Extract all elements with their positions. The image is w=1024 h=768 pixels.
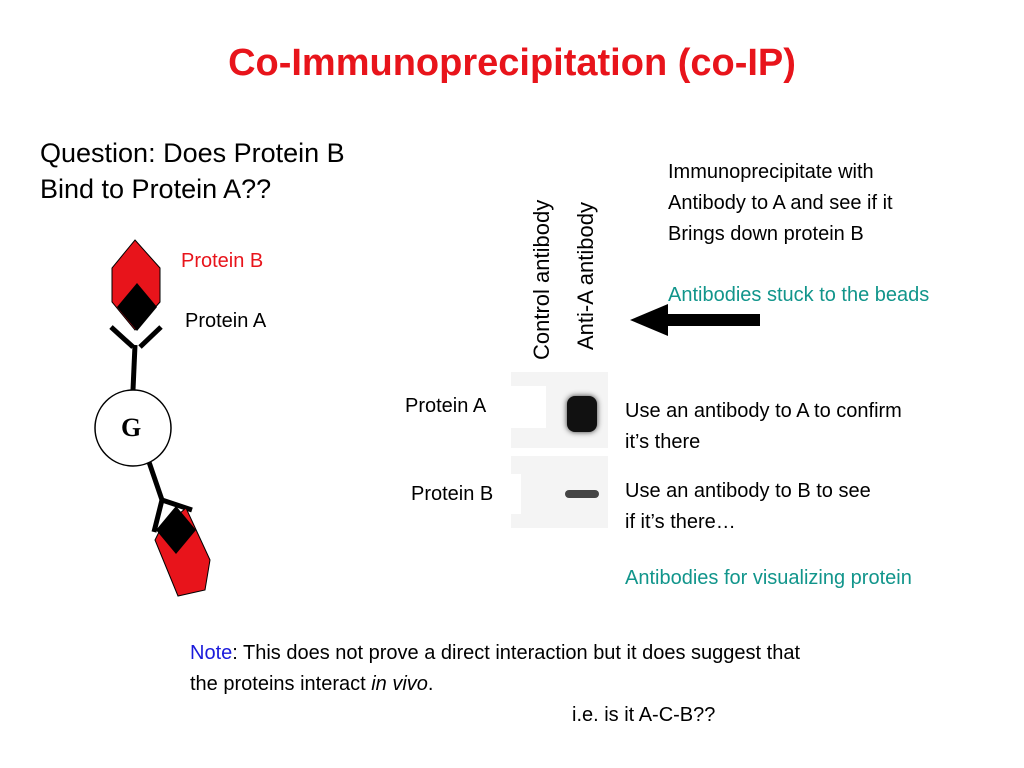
antibody-top-right-arm xyxy=(138,325,163,349)
antibody-top-left-arm xyxy=(109,325,135,349)
note-line-2-start: the proteins interact xyxy=(190,673,372,695)
note-line-1: Note: This does not prove a direct inter… xyxy=(190,638,800,669)
antibody-bottom-stem xyxy=(146,461,165,501)
bottom-note: Note: This does not prove a direct inter… xyxy=(190,638,800,731)
lane-label-control: Control antibody xyxy=(529,199,554,360)
blot-row-label-protein-b: Protein B xyxy=(411,483,494,505)
question-line-1: Question: Does Protein B xyxy=(40,138,345,168)
check-b-line-1: Use an antibody to B to see xyxy=(625,480,871,502)
check-b-line-2: if it’s there… xyxy=(625,511,736,533)
beads-note: Antibodies stuck to the beads xyxy=(668,284,930,306)
protein-a-bottom-shape xyxy=(156,506,196,554)
note-line-2: the proteins interact in vivo. xyxy=(190,669,800,700)
note-line-1-text: : This does not prove a direct interacti… xyxy=(232,642,800,664)
confirm-a-line-2: it’s there xyxy=(625,431,701,453)
slide-title: Co-Immunoprecipitation (co-IP) xyxy=(228,42,796,84)
band-protein-b xyxy=(565,490,599,498)
antibody-bottom-left-arm xyxy=(151,499,165,533)
confirm-a-description: Use an antibody to A to confirm it’s the… xyxy=(625,396,902,458)
ip-description-line-2: Antibody to A and see if it xyxy=(668,192,893,214)
question-text: Question: Does Protein B Bind to Protein… xyxy=(40,135,345,207)
antibody-bottom-right-arm xyxy=(161,497,193,513)
blot-protein-b xyxy=(511,456,608,528)
protein-a-top-shape xyxy=(117,283,157,331)
visualize-note: Antibodies for visualizing protein xyxy=(625,567,912,589)
note-line-3: i.e. is it A-C-B?? xyxy=(572,704,716,726)
arrow-head xyxy=(630,304,668,336)
lane-label-anti-a: Anti-A antibody xyxy=(573,202,598,350)
question-line-2: Bind to Protein A?? xyxy=(40,174,272,204)
protein-a-label: Protein A xyxy=(185,310,267,332)
note-label: Note xyxy=(190,642,233,664)
ip-description-line-1: Immunoprecipitate with xyxy=(668,161,874,183)
check-b-description: Use an antibody to B to see if it’s ther… xyxy=(625,476,871,538)
ip-description: Immunoprecipitate with Antibody to A and… xyxy=(668,157,893,250)
blot-row-label-protein-a: Protein A xyxy=(405,395,487,417)
protein-b-label: Protein B xyxy=(181,250,264,272)
note-line-2-end: . xyxy=(427,673,434,695)
note-line-2-italic: in vivo xyxy=(371,673,428,695)
bead-label: G xyxy=(121,413,142,442)
antibody-top-stem xyxy=(130,344,138,391)
confirm-a-line-1: Use an antibody to A to confirm xyxy=(625,400,902,422)
band-protein-a xyxy=(567,396,597,432)
ip-description-line-3: Brings down protein B xyxy=(668,223,864,245)
protein-g-bead xyxy=(94,389,172,467)
blot-protein-a xyxy=(511,372,608,448)
